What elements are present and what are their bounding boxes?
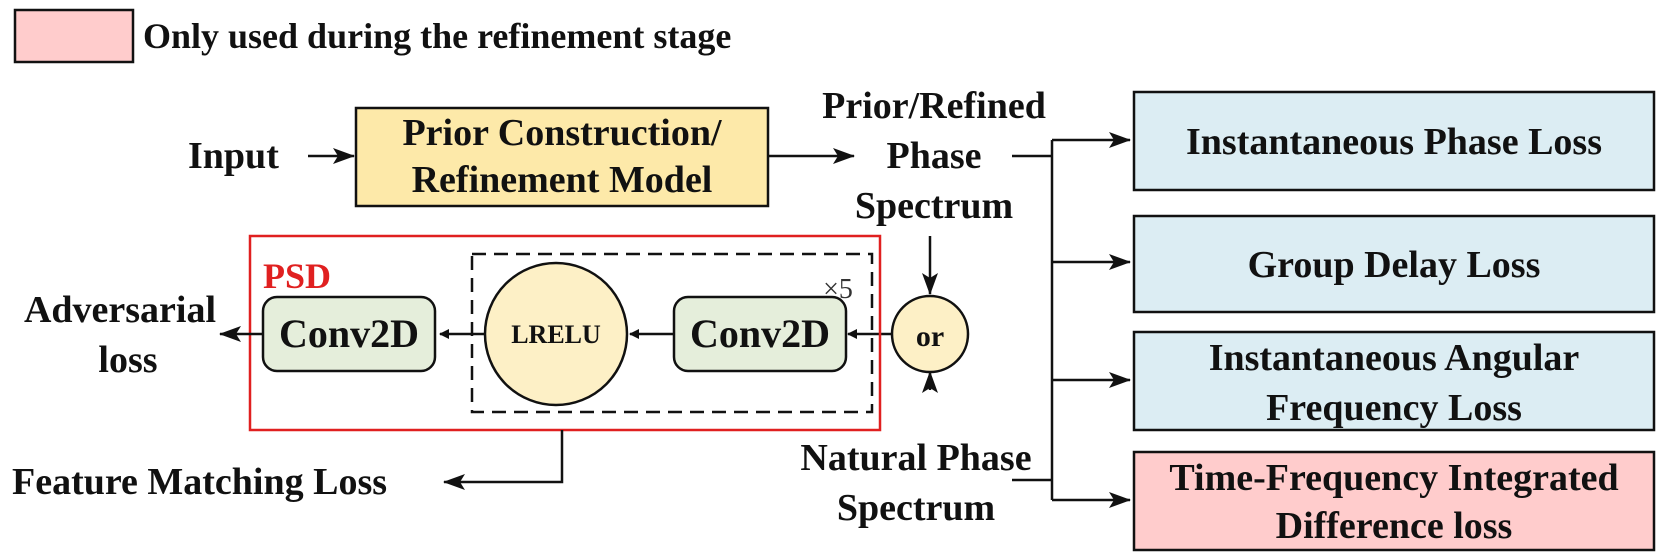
adversarial-loss-line1: Adversarial (24, 289, 216, 331)
loss-box-2 (1132, 214, 1656, 314)
legend-label: Only used during the refinement stage (143, 16, 731, 56)
feature-matching-label: Feature Matching Loss (12, 461, 387, 503)
loss-box-3-line2: Frequency Loss (1266, 387, 1522, 429)
input-label: Input (188, 135, 279, 177)
loss-box-3 (1132, 330, 1656, 432)
or-node-label: or (916, 320, 944, 353)
adversarial-loss-line2: loss (98, 339, 157, 381)
feature-matching-arrow (443, 430, 564, 490)
prior-spectrum-line3: Spectrum (855, 185, 1013, 227)
psd-label: PSD (263, 256, 331, 296)
model-box-line2: Refinement Model (412, 159, 713, 201)
legend-swatch (13, 8, 135, 64)
loss-box-4 (1132, 450, 1656, 552)
natural-spectrum-line2: Spectrum (837, 487, 995, 529)
prior-spectrum-line2: Phase (887, 135, 982, 177)
loss-box-3-line1: Instantaneous Angular (1209, 337, 1580, 379)
prior-spectrum-line1: Prior/Refined (822, 85, 1046, 127)
loss-box-2-label: Group Delay Loss (1248, 244, 1541, 286)
loss-box-1-label: Instantaneous Phase Loss (1186, 121, 1602, 163)
loss-box-4-line1: Time-Frequency Integrated (1169, 457, 1618, 499)
lrelu-label: LRELU (511, 320, 601, 349)
loss-box-1 (1132, 90, 1656, 192)
conv2d-inner-label: Conv2D (690, 311, 830, 356)
model-box-line1: Prior Construction/ (402, 112, 722, 154)
conv2d-outer-label: Conv2D (279, 311, 419, 356)
natural-spectrum-line1: Natural Phase (800, 437, 1031, 479)
loss-box-4-line2: Difference loss (1276, 505, 1513, 547)
